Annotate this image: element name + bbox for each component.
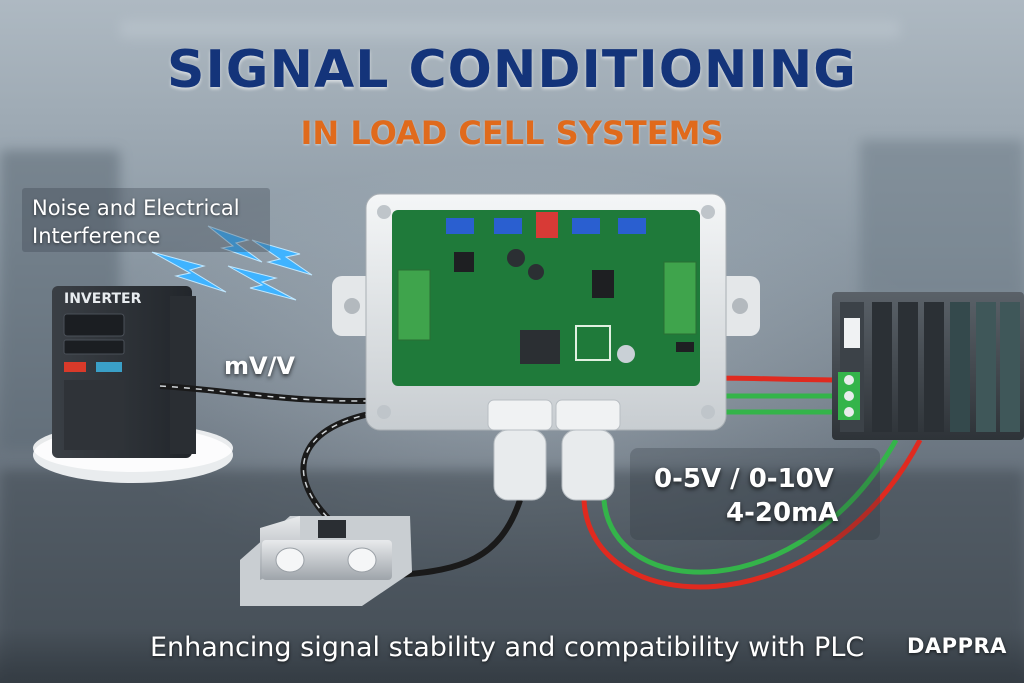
inverter-device	[52, 286, 196, 458]
page-title: SIGNAL CONDITIONING	[167, 40, 857, 100]
output-panel	[630, 448, 880, 540]
brand-logo: DAPPRA	[907, 634, 1007, 658]
footer-tagline: Enhancing signal stability and compatibi…	[150, 632, 865, 663]
page-subtitle: IN LOAD CELL SYSTEMS	[300, 114, 724, 152]
output-voltage-label: 0-5V / 0-10V	[654, 464, 834, 494]
input-signal-label: mV/V	[224, 352, 295, 380]
background-machine-right	[860, 140, 1024, 300]
load-cell	[240, 516, 412, 606]
background-beam	[120, 20, 900, 38]
background-floor	[0, 470, 1024, 683]
noise-callout-label: Noise and Electrical Interference	[32, 196, 240, 248]
signal-conditioner-module	[332, 193, 760, 501]
inverter-label: INVERTER	[64, 291, 142, 307]
plc-rack	[832, 292, 1024, 440]
footer-band	[0, 628, 1024, 683]
lightning-icon	[151, 225, 313, 301]
noise-callout-box	[22, 188, 270, 252]
output-current-label: 4-20mA	[726, 498, 839, 528]
